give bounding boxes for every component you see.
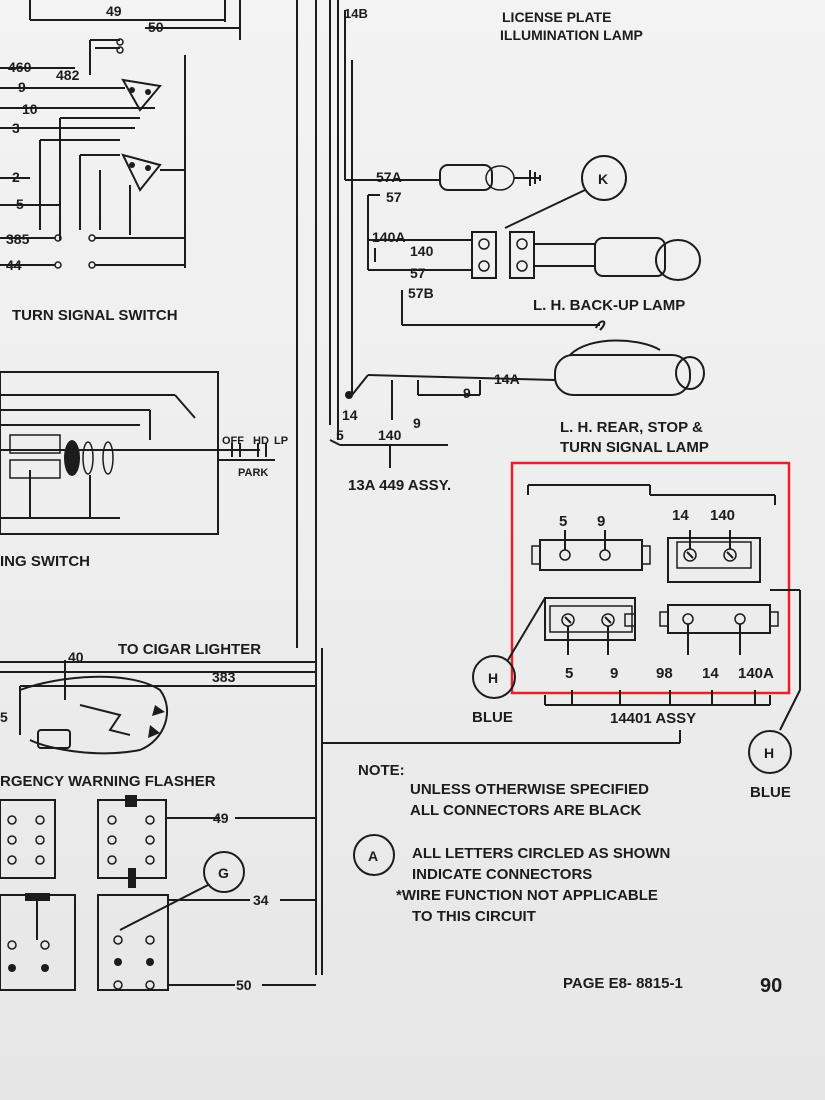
wire-140: 140 <box>410 243 434 259</box>
text-labels: LICENSE PLATE ILLUMINATION LAMP 14B 57A … <box>0 3 791 997</box>
conn4-pin-98: 98 <box>656 665 673 682</box>
ing-switch-label: ING SWITCH <box>0 553 90 570</box>
conn3-pin-5: 5 <box>565 665 573 682</box>
wire-9: 9 <box>463 385 471 401</box>
note-line-5: *WIRE FUNCTION NOT APPLICABLE <box>396 887 658 904</box>
wire-5-flasher: 5 <box>0 709 8 725</box>
note-line-2: ALL CONNECTORS ARE BLACK <box>410 802 642 819</box>
wire-49-top: 49 <box>106 3 122 19</box>
wire-40: 40 <box>68 649 84 665</box>
a-connector-label: A <box>368 848 378 864</box>
wire-482: 482 <box>56 67 80 83</box>
highlight-box <box>510 461 791 695</box>
wire-14b: 14B <box>344 6 368 21</box>
note-line-3: ALL LETTERS CIRCLED AS SHOWN <box>412 845 670 862</box>
lp-label: LP <box>274 435 288 447</box>
page-number: 90 <box>760 975 782 997</box>
turn-signal-lamp-label: TURN SIGNAL LAMP <box>560 439 709 456</box>
blue-label-left: BLUE <box>472 709 513 726</box>
left-bundle-lines <box>0 0 323 975</box>
illumination-lamp-label: ILLUMINATION LAMP <box>500 27 643 43</box>
wire-57a: 57A <box>376 169 402 185</box>
wire-2: 2 <box>12 169 20 185</box>
conn1-pin-5: 5 <box>559 513 567 530</box>
conn2-pin-140: 140 <box>710 507 735 524</box>
headlamp-switch <box>0 371 275 535</box>
wire-383: 383 <box>212 669 236 685</box>
h-connector-left: H <box>488 670 498 686</box>
conn2-pin-14: 14 <box>672 507 689 524</box>
g-connector-label: G <box>218 865 229 881</box>
wire-14a: 14A <box>494 371 520 387</box>
hd-label: HD <box>253 435 269 447</box>
wire-5-left: 5 <box>16 196 24 212</box>
park-label: PARK <box>238 467 268 479</box>
note-title: NOTE: <box>358 762 405 779</box>
conn1-pin-9: 9 <box>597 513 605 530</box>
wire-10: 10 <box>22 101 38 117</box>
pin-9: 9 <box>413 415 421 431</box>
wire-44: 44 <box>6 257 22 273</box>
rear-lamp-label: L. H. REAR, STOP & <box>560 419 703 436</box>
wire-385: 385 <box>6 231 30 247</box>
cigar-lighter-label: TO CIGAR LIGHTER <box>118 641 261 658</box>
wire-57-lower: 57 <box>410 265 426 281</box>
conn4-pin-140a: 140A <box>738 665 774 682</box>
k-connector-label: K <box>598 171 608 187</box>
page-reference: PAGE E8- 8815-1 <box>563 975 683 992</box>
flasher-blocks <box>0 795 316 991</box>
off-label: OFF <box>222 435 244 447</box>
conn3-pin-9: 9 <box>610 665 618 682</box>
h-connector-right: H <box>764 745 774 761</box>
wire-57b: 57B <box>408 285 434 301</box>
wire-57: 57 <box>386 189 402 205</box>
wire-50-top: 50 <box>148 19 164 35</box>
right-wiring <box>321 0 705 744</box>
assy-13a449-label: 13A 449 ASSY. <box>348 477 451 494</box>
assy-14401-connectors <box>203 484 801 893</box>
note-line-1: UNLESS OTHERWISE SPECIFIED <box>410 781 649 798</box>
wire-3: 3 <box>12 120 20 136</box>
wire-14: 14 <box>342 407 358 423</box>
note-line-6: TO THIS CIRCUIT <box>412 908 536 925</box>
wire-50-flasher: 50 <box>236 977 252 993</box>
blue-label-right: BLUE <box>750 784 791 801</box>
pin-140: 140 <box>378 427 402 443</box>
cigar-lighter-area <box>0 660 316 755</box>
pin-5: 5 <box>336 427 344 443</box>
conn4-pin-14: 14 <box>702 665 719 682</box>
license-plate-label: LICENSE PLATE <box>502 9 611 25</box>
wire-460: 460 <box>8 59 32 75</box>
wire-140a: 140A <box>372 229 405 245</box>
note-line-4: INDICATE CONNECTORS <box>412 866 592 883</box>
assy-14401-label: 14401 ASSY <box>610 710 696 727</box>
wire-34: 34 <box>253 892 269 908</box>
wire-9-left: 9 <box>18 79 26 95</box>
wire-49-flasher: 49 <box>213 810 229 826</box>
flasher-label: RGENCY WARNING FLASHER <box>0 773 216 790</box>
turn-signal-switch-label: TURN SIGNAL SWITCH <box>12 307 178 324</box>
backup-lamp-label: L. H. BACK-UP LAMP <box>533 297 685 314</box>
